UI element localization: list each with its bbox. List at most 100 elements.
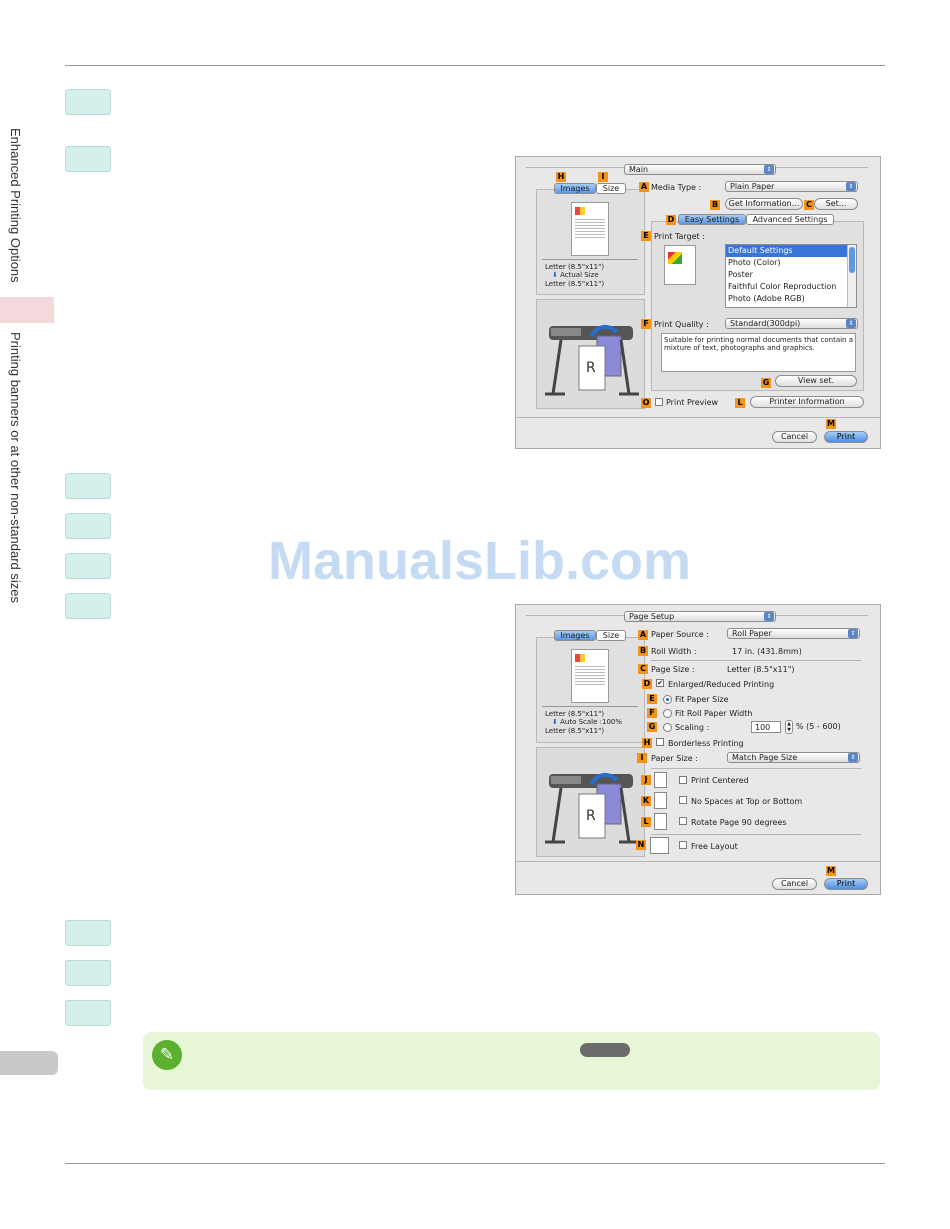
callout-label-f: F (641, 319, 651, 329)
cancel-button[interactable]: Cancel (772, 878, 817, 890)
fit-roll-paper-width-radio[interactable] (663, 709, 672, 718)
fit-paper-size-radio[interactable] (663, 695, 672, 704)
printer-icon: R (545, 324, 639, 396)
scroll-thumb[interactable] (849, 247, 855, 273)
rotate-page-icon (654, 813, 667, 830)
scaling-stepper[interactable]: ▲▼ (785, 720, 793, 734)
print-target-item[interactable]: Default Settings (726, 245, 856, 257)
tab-size[interactable]: Size (596, 630, 626, 641)
callout-label-i: I (598, 172, 608, 182)
paper-source-popup[interactable]: Roll Paper⇕ (727, 628, 860, 639)
divider (651, 660, 861, 661)
callout-label-b: B (710, 200, 720, 210)
tab-images[interactable]: Images (554, 183, 596, 194)
callout-label-m: M (826, 866, 836, 876)
no-spaces-label: No Spaces at Top or Bottom (691, 797, 803, 806)
callout-label-b: B (638, 646, 648, 656)
print-target-item[interactable]: Faithful Color Reproduction (728, 282, 837, 291)
step-box (65, 513, 111, 539)
print-button[interactable]: Print (824, 878, 868, 890)
main-settings-dialog: Main⇕ H I Images Size Letter (8.5"x11") … (515, 156, 881, 449)
chapter-title: Enhanced Printing Options (8, 128, 23, 283)
print-preview-checkbox[interactable] (655, 398, 663, 406)
list-scrollbar[interactable] (847, 245, 856, 307)
tab-advanced-settings[interactable]: Advanced Settings (746, 214, 834, 225)
free-layout-icon (650, 837, 669, 854)
media-type-popup[interactable]: Plain Paper⇕ (725, 181, 858, 192)
callout-label-g: G (647, 722, 657, 732)
set-button[interactable]: Set... (814, 198, 858, 210)
paper-to-text: Letter (8.5"x11") (545, 280, 605, 288)
divider (651, 768, 861, 769)
callout-label-a: A (639, 182, 649, 192)
scaling-range: % (5 - 600) (796, 722, 841, 731)
print-button[interactable]: Print (824, 431, 868, 443)
step-box (65, 920, 111, 946)
footer-divider (516, 861, 880, 862)
callout-label-d: D (666, 215, 676, 225)
free-layout-checkbox[interactable] (679, 841, 687, 849)
divider (651, 834, 861, 835)
print-quality-label: Print Quality : (654, 320, 709, 329)
print-target-item[interactable]: Poster (728, 270, 753, 279)
panel-menu-popup[interactable]: Page Setup⇕ (624, 611, 776, 622)
reference-pill[interactable] (580, 1043, 630, 1057)
printer-icon: R (545, 772, 639, 844)
print-target-item[interactable]: Photo (Adobe RGB) (728, 294, 805, 303)
preview-divider (542, 706, 638, 707)
roll-width-label: Roll Width : (651, 647, 697, 656)
tab-images[interactable]: Images (554, 630, 596, 641)
footer-divider (516, 417, 880, 418)
callout-label-n: N (636, 840, 646, 850)
no-spaces-checkbox[interactable] (679, 796, 687, 804)
tab-size[interactable]: Size (596, 183, 626, 194)
page-thumbnail (571, 649, 609, 703)
callout-label-l: L (735, 398, 745, 408)
scale-text: ⬇ Auto Scale :100% (552, 718, 623, 726)
print-quality-popup[interactable]: Standard(300dpi)⇕ (725, 318, 858, 329)
printer-information-button[interactable]: Printer Information (750, 396, 864, 408)
scale-text: ⬇ Actual Size (552, 271, 599, 279)
callout-label-k: K (641, 796, 651, 806)
callout-label-c: C (638, 664, 648, 674)
thumbnail-image-icon (575, 207, 585, 215)
chevron-updown-icon: ⇕ (846, 182, 856, 191)
chevron-updown-icon: ⇕ (846, 319, 856, 328)
callout-label-c: C (804, 200, 814, 210)
step-box (65, 473, 111, 499)
scaling-label: Scaling : (675, 723, 710, 732)
enlarged-reduced-checkbox[interactable]: ✔ (656, 679, 664, 687)
scaling-input[interactable]: 100 (751, 721, 781, 733)
print-target-list[interactable]: Default Settings Photo (Color) Poster Fa… (725, 244, 857, 308)
paper-size-popup[interactable]: Match Page Size⇕ (727, 752, 860, 763)
step-box (65, 1000, 111, 1026)
rotate-page-checkbox[interactable] (679, 817, 687, 825)
paper-to-text: Letter (8.5"x11") (545, 727, 605, 735)
step-box (65, 553, 111, 579)
callout-label-i: I (637, 753, 647, 763)
print-target-item[interactable]: Photo (Color) (728, 258, 781, 267)
section-title: Printing banners or at other non-standar… (8, 332, 23, 603)
chapter-tab-marker (0, 297, 54, 323)
cancel-button[interactable]: Cancel (772, 431, 817, 443)
callout-label-j: J (641, 775, 651, 785)
print-target-label: Print Target : (654, 232, 705, 241)
panel-menu-popup[interactable]: Main⇕ (624, 164, 776, 175)
callout-label-o: O (641, 398, 651, 408)
tab-easy-settings[interactable]: Easy Settings (678, 214, 746, 225)
paper-from-text: Letter (8.5"x11") (545, 263, 605, 271)
paper-source-label: Paper Source : (651, 630, 709, 639)
print-centered-checkbox[interactable] (679, 776, 687, 784)
callout-label-g: G (761, 378, 771, 388)
view-set-button[interactable]: View set. (775, 375, 857, 387)
scaling-radio[interactable] (663, 723, 672, 732)
description-box: Suitable for printing normal documents t… (661, 333, 856, 372)
step-box (65, 146, 111, 172)
page-tab-marker (0, 1051, 58, 1075)
page-size-label: Page Size : (651, 665, 695, 674)
callout-label-f: F (647, 708, 657, 718)
get-information-button[interactable]: Get Information... (725, 198, 803, 210)
print-centered-label: Print Centered (691, 776, 749, 785)
borderless-checkbox[interactable] (656, 738, 664, 746)
watermark: ManualsLib.com (268, 531, 692, 591)
